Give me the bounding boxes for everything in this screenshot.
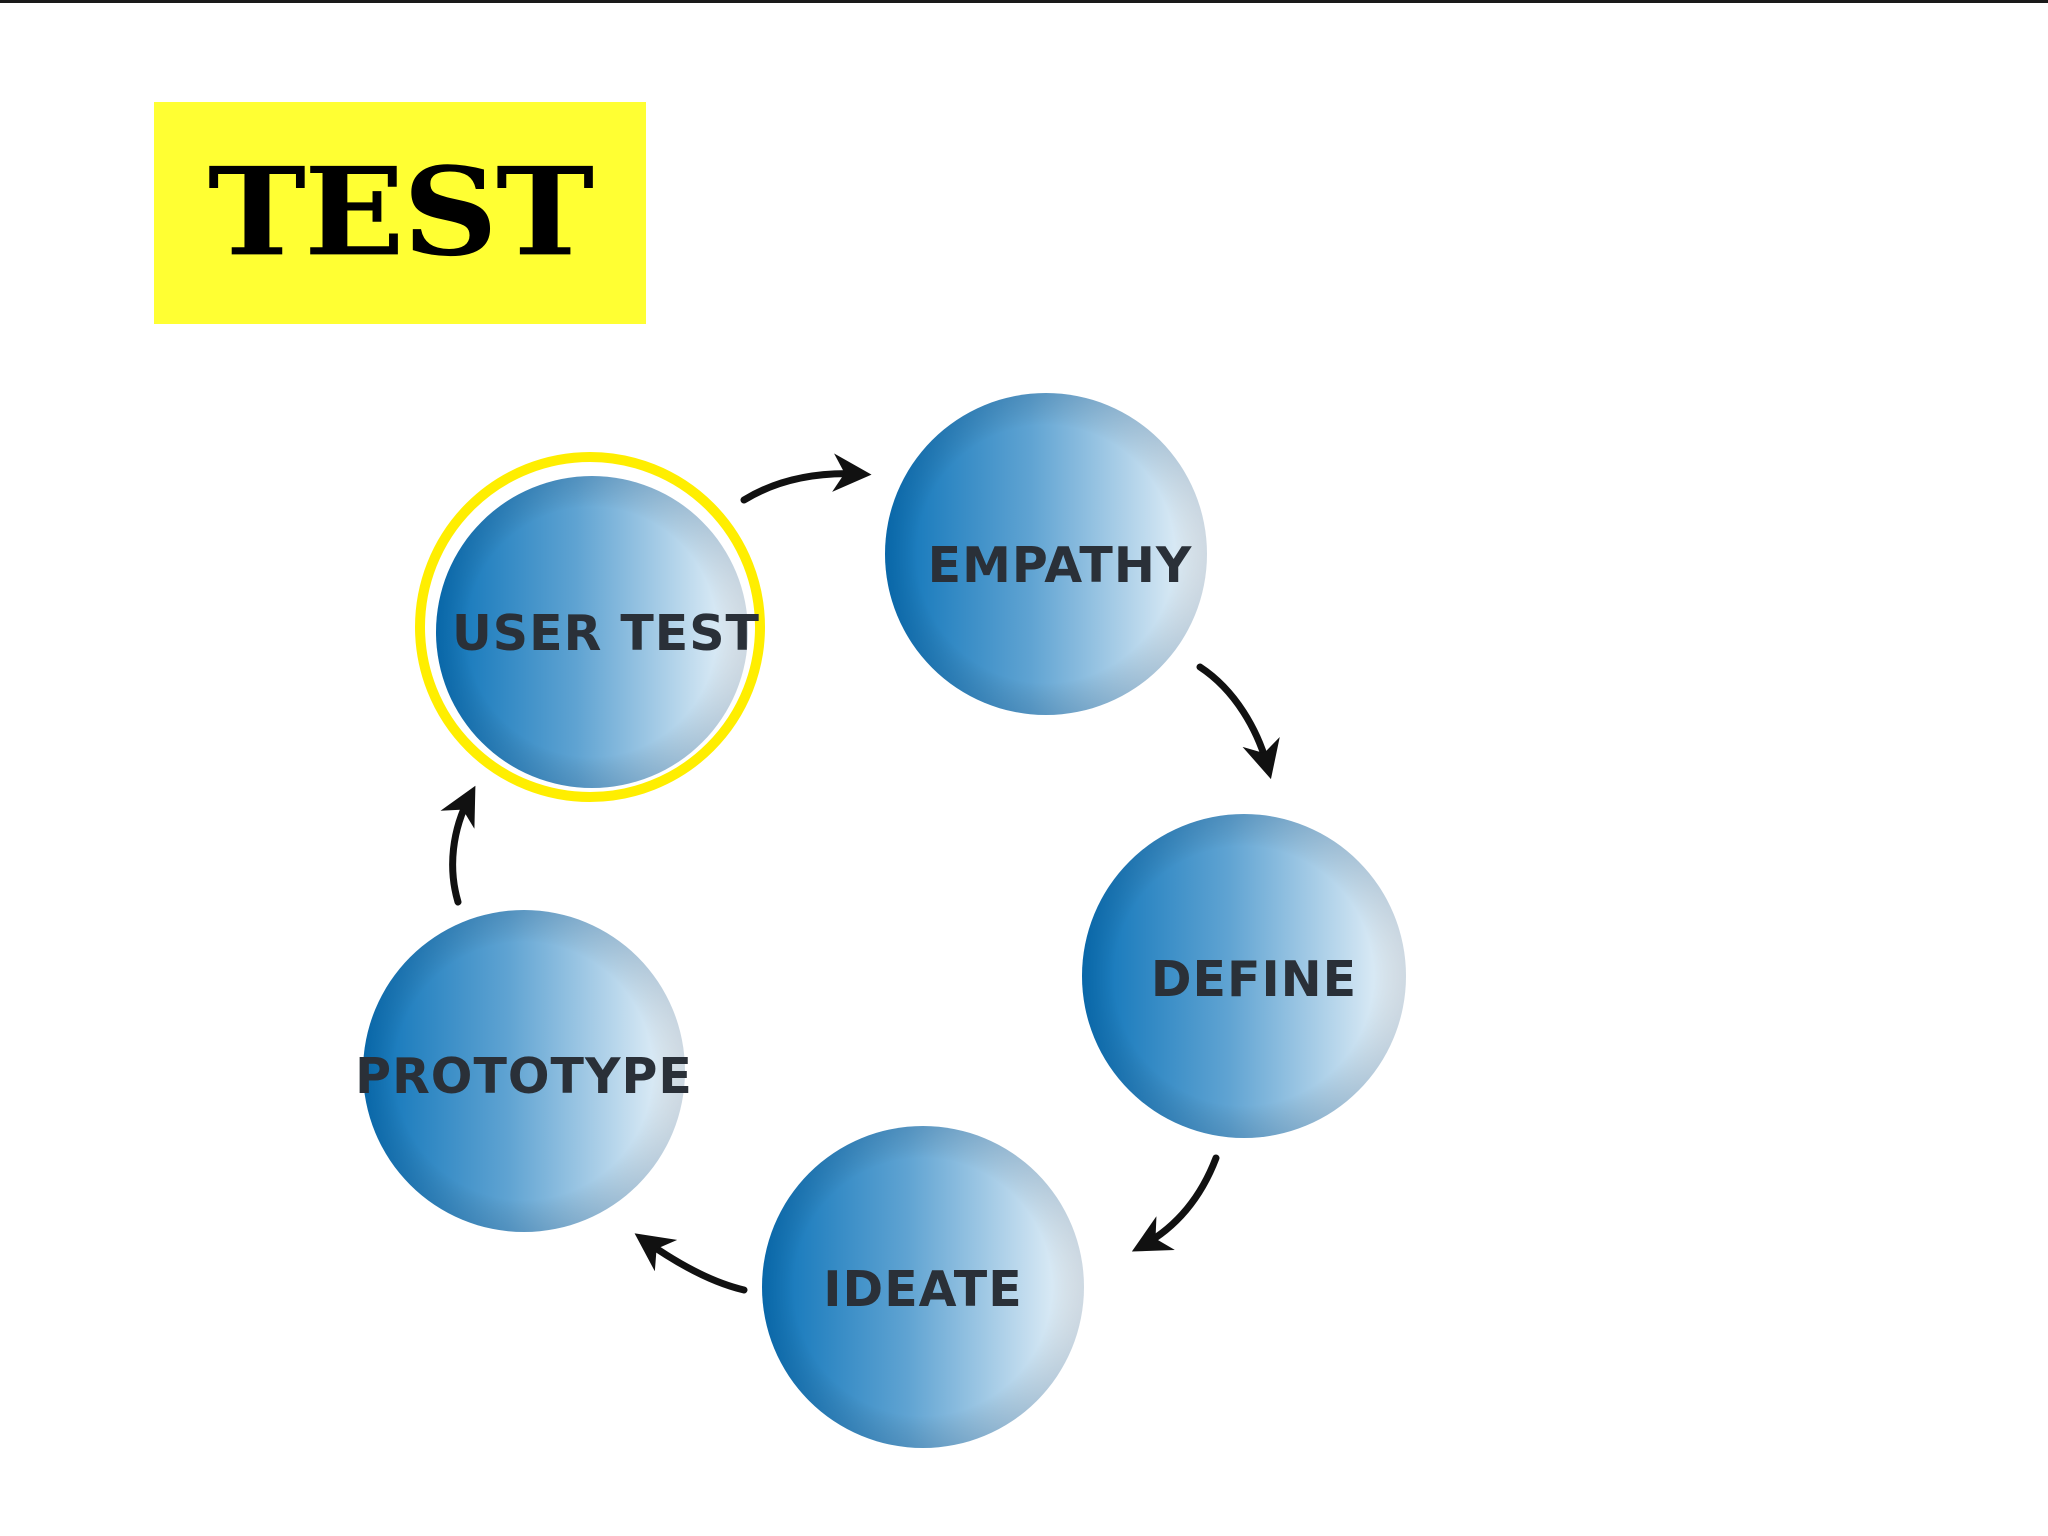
node-label-ideate: IDEATE xyxy=(823,1261,1022,1318)
node-shade xyxy=(885,393,1207,715)
node-shade xyxy=(436,476,748,788)
node-shade xyxy=(1082,814,1406,1138)
node-shade xyxy=(762,1126,1084,1448)
arrow-prototype-to-usertest xyxy=(440,785,476,906)
arrow-ideate-to-prototype xyxy=(634,1233,748,1294)
highlight-ring xyxy=(415,452,765,802)
node-label-prototype: PROTOTYPE xyxy=(355,1048,693,1105)
node-user-test: USER TEST xyxy=(415,452,765,802)
page-title: TEST xyxy=(207,141,594,284)
node-define: DEFINE xyxy=(1082,814,1406,1138)
node-label-user-test: USER TEST xyxy=(452,605,760,662)
arrow-define-to-ideate xyxy=(1131,1154,1220,1252)
node-ideate: IDEATE xyxy=(762,1126,1084,1448)
node-label-define: DEFINE xyxy=(1151,951,1357,1008)
top-divider xyxy=(0,0,2048,3)
node-prototype: PROTOTYPE xyxy=(355,910,693,1232)
node-label-empathy: EMPATHY xyxy=(928,537,1193,594)
arrow-empathy-to-define xyxy=(1196,663,1280,780)
arrow-usertest-to-empathy xyxy=(740,453,872,504)
cycle-arrows xyxy=(440,453,1280,1294)
node-shade xyxy=(363,910,685,1232)
cycle-nodes: USER TEST EMPATHY DEFINE IDEATE PROT xyxy=(355,393,1406,1448)
title-banner: TEST xyxy=(154,102,646,324)
node-empathy: EMPATHY xyxy=(885,393,1207,715)
